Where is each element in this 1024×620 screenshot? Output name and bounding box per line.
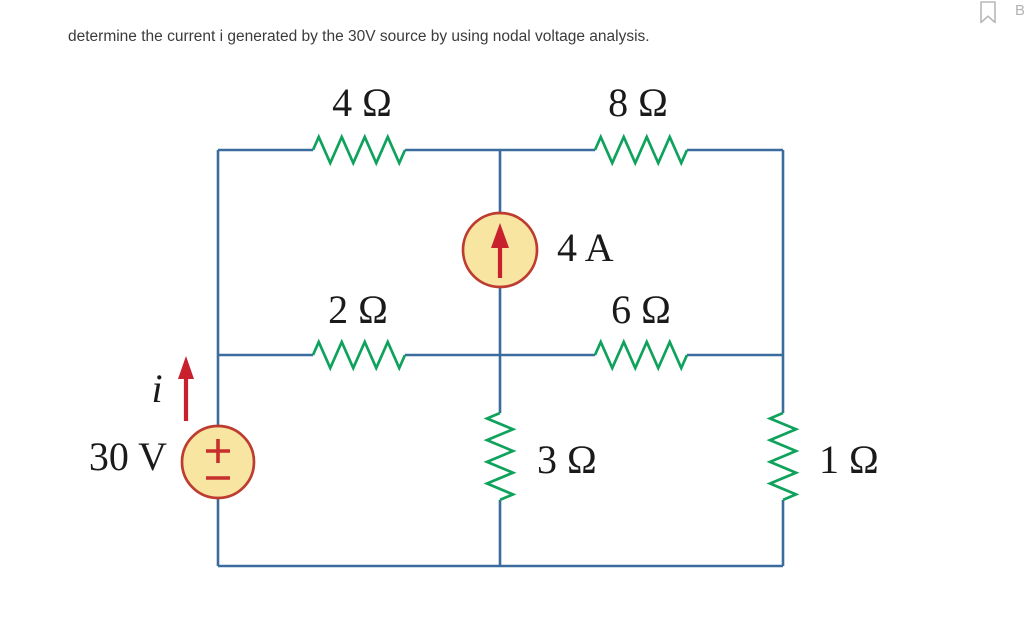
resistor-label: 1 Ω <box>819 437 879 482</box>
resistor-zigzag <box>483 411 517 502</box>
voltage-source-label: 30 V <box>89 434 167 479</box>
resistor-2-ohm: 2 Ω <box>311 287 407 372</box>
resistor-8-ohm: 8 Ω <box>593 80 689 167</box>
resistor-zigzag <box>766 411 800 502</box>
current-source-arrow-head <box>491 223 509 248</box>
circuit-wires <box>216 148 785 568</box>
resistor-1-ohm: 1 Ω <box>766 411 879 502</box>
question-text: determine the current i generated by the… <box>68 28 650 45</box>
bookmark-button[interactable] <box>977 0 1001 26</box>
resistor-label: 6 Ω <box>611 287 671 332</box>
current-arrow-head <box>178 356 194 379</box>
plus-symbol <box>206 439 230 463</box>
resistor-zigzag <box>593 338 689 372</box>
current-label: i <box>151 366 162 411</box>
resistor-label: 4 Ω <box>332 80 392 125</box>
voltage-source-30v: 30 V <box>89 424 256 500</box>
resistor-zigzag <box>311 133 407 167</box>
resistor-label: 3 Ω <box>537 437 597 482</box>
current-source-4a: 4 A <box>461 211 614 289</box>
resistor-zigzag <box>593 133 689 167</box>
bookmark-partial-label: B <box>1015 2 1024 19</box>
current-indicator-i: i <box>151 356 194 421</box>
resistor-label: 2 Ω <box>328 287 388 332</box>
resistor-3-ohm: 3 Ω <box>483 411 597 502</box>
bookmark-icon <box>980 1 996 24</box>
resistor-label: 8 Ω <box>608 80 668 125</box>
current-source-label: 4 A <box>557 225 614 270</box>
resistor-zigzag <box>311 338 407 372</box>
resistor-6-ohm: 6 Ω <box>593 287 689 372</box>
resistor-4-ohm: 4 Ω <box>311 80 407 167</box>
wire-path <box>216 148 785 568</box>
